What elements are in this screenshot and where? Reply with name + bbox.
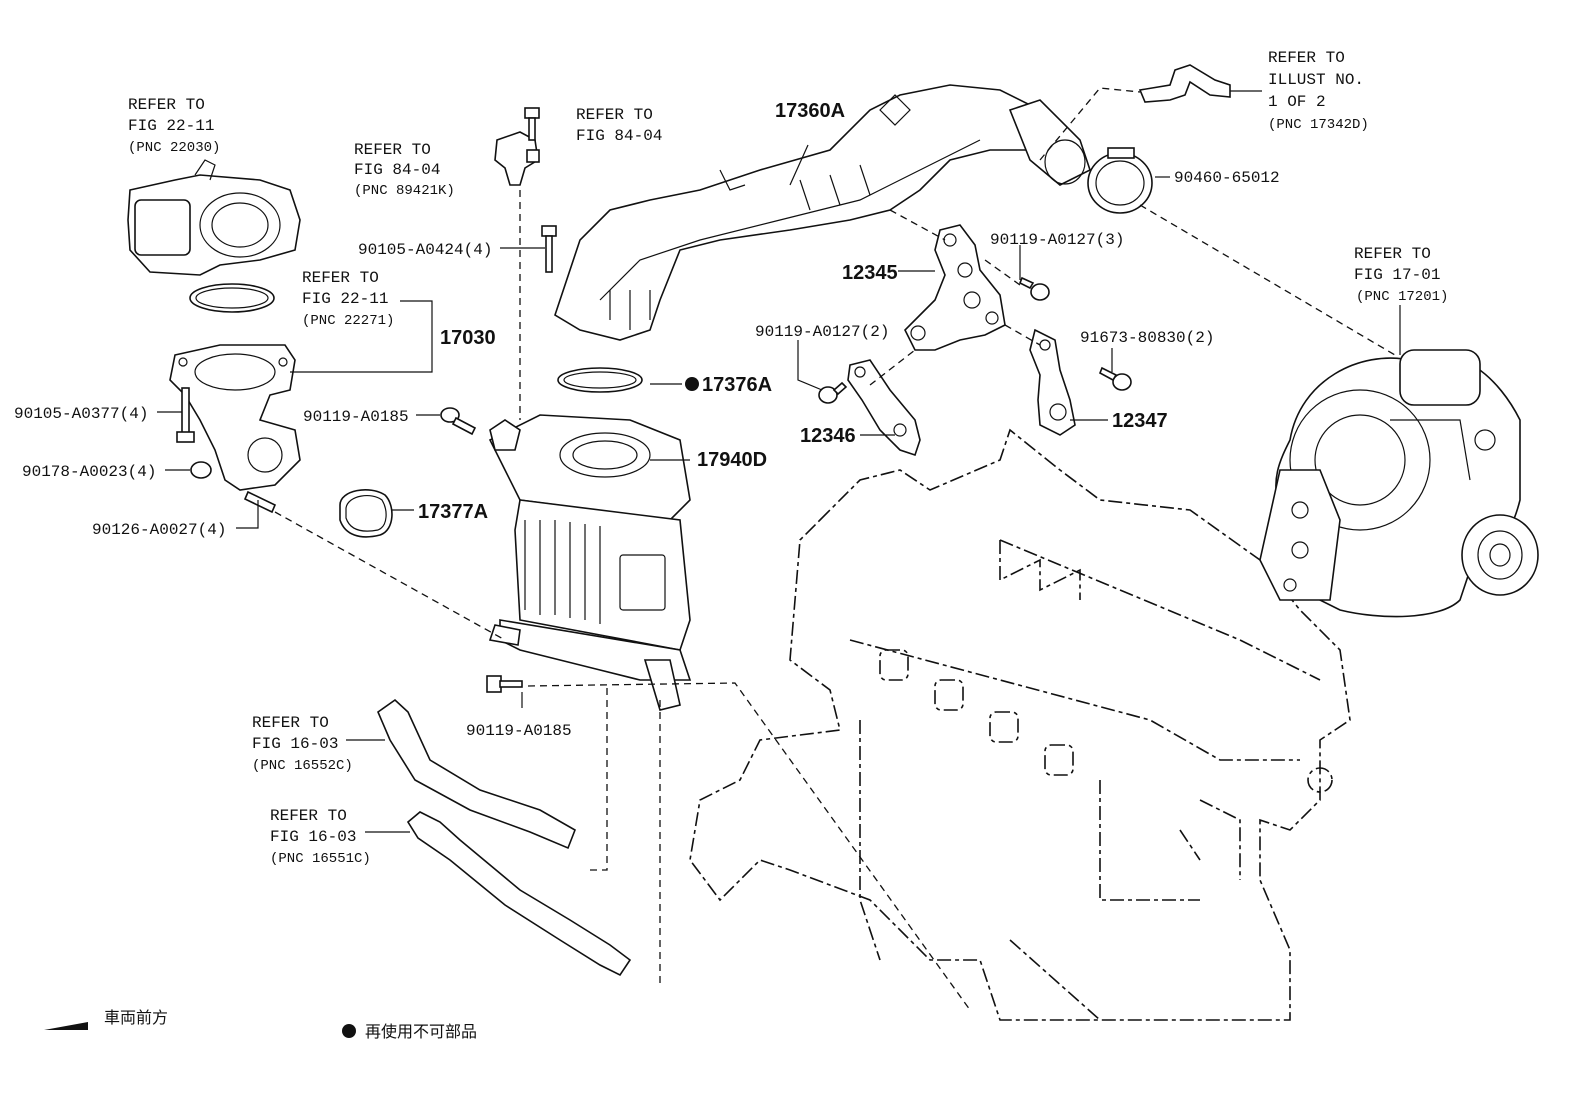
label-90460-65012: 90460-65012 <box>1174 169 1280 187</box>
ref-1701-line1: REFER TO <box>1354 245 1431 263</box>
ref-8404-a-line2: FIG 84-04 <box>354 161 440 179</box>
intercooler-17940d <box>488 414 692 711</box>
bolt-90105-a0377 <box>176 387 195 443</box>
gasket-17377a <box>339 489 393 538</box>
ref-1603-b-line1: REFER TO <box>270 807 347 825</box>
ref-1603-a-line1: REFER TO <box>252 714 329 732</box>
ref-2211-a-line1: REFER TO <box>128 96 205 114</box>
bolt-91673 <box>1098 366 1132 391</box>
label-90119-a0127-2: 90119-A0127(2) <box>755 323 889 341</box>
leader-lines <box>157 90 1401 833</box>
ref-8404-a-line1: REFER TO <box>354 141 431 159</box>
label-90126-a0027: 90126-A0027(4) <box>92 521 226 539</box>
ref-1603-b-line2: FIG 16-03 <box>270 828 356 846</box>
legend-non-reusable-label: 再使用不可部品 <box>365 1022 477 1041</box>
sensor-89421k <box>494 131 540 186</box>
ref-2211-b-line2: FIG 22-11 <box>302 290 388 308</box>
legend-front-label: 車両前方 <box>104 1008 168 1027</box>
alignment-lines <box>274 87 1396 1011</box>
ref-illust-line3: 1 OF 2 <box>1268 93 1326 111</box>
ref-illust-line4: (PNC 17342D) <box>1268 117 1369 133</box>
ref-illust-line2: ILLUST NO. <box>1268 71 1364 89</box>
bolt-90119-a0185-bottom <box>486 675 523 693</box>
legend-dot-icon <box>342 1024 356 1038</box>
label-17377a: 17377A <box>418 501 488 523</box>
label-90119-a0185-b: 90119-A0185 <box>466 722 572 740</box>
ref-1701-line2: FIG 17-01 <box>1354 266 1440 284</box>
non-reusable-dot <box>685 377 699 391</box>
label-90119-a0185-a: 90119-A0185 <box>303 408 409 426</box>
bracket-12346 <box>847 359 921 457</box>
hose-16552c <box>377 698 576 850</box>
engine-block <box>689 428 1351 1021</box>
ref-2211-a-line3: (PNC 22030) <box>128 140 220 156</box>
labels: REFER TO FIG 22-11 (PNC 22030) REFER TO … <box>14 49 1448 867</box>
label-90105-a0377: 90105-A0377(4) <box>14 405 148 423</box>
label-90105-a0424: 90105-A0424(4) <box>358 241 492 259</box>
nut-90178 <box>190 461 212 479</box>
intake-duct <box>554 84 1091 341</box>
label-17940d: 17940D <box>697 449 767 471</box>
label-17030: 17030 <box>440 327 496 349</box>
stud-90126 <box>243 490 277 514</box>
ref-2211-a-line2: FIG 22-11 <box>128 117 214 135</box>
label-91673-80830: 91673-80830(2) <box>1080 329 1214 347</box>
throttle-body <box>127 159 301 276</box>
label-12345: 12345 <box>842 262 898 284</box>
ref-2211-b-line3: (PNC 22271) <box>302 313 394 329</box>
ref-8404-b-line2: FIG 84-04 <box>576 127 662 145</box>
ref-8404-b-line1: REFER TO <box>576 106 653 124</box>
bracket-12347 <box>1029 328 1076 436</box>
bolt-90105-a0424 <box>541 225 557 273</box>
bolt-90119-a0127-3 <box>1018 276 1050 301</box>
adapter-17030 <box>169 344 301 491</box>
ref-1603-a-line2: FIG 16-03 <box>252 735 338 753</box>
bracket-12345 <box>904 224 1006 351</box>
hose-16551c <box>406 811 632 977</box>
ref-1603-b-line3: (PNC 16551C) <box>270 851 371 867</box>
label-90178-a0023: 90178-A0023(4) <box>22 463 156 481</box>
label-17376a: 17376A <box>702 374 772 396</box>
front-arrow-icon <box>44 1022 88 1030</box>
turbocharger <box>1259 349 1539 618</box>
ref-2211-b-line1: REFER TO <box>302 269 379 287</box>
label-90119-a0127-3: 90119-A0127(3) <box>990 231 1124 249</box>
ref-1603-a-line3: (PNC 16552C) <box>252 758 353 774</box>
label-17360a: 17360A <box>775 100 845 122</box>
ref-1701-line3: (PNC 17201) <box>1356 289 1448 305</box>
label-12346: 12346 <box>800 425 856 447</box>
ref-8404-a-line3: (PNC 89421K) <box>354 183 455 199</box>
gasket-22271 <box>189 283 275 313</box>
bolt-90119-a0185-top <box>440 407 477 436</box>
label-12347: 12347 <box>1112 410 1168 432</box>
hose-17342d <box>1138 64 1231 103</box>
bolt-84-04 <box>524 107 540 141</box>
legend: 車両前方 再使用不可部品 <box>44 1008 477 1041</box>
ref-illust-line1: REFER TO <box>1268 49 1345 67</box>
clamp-90460 <box>1087 147 1153 214</box>
bolt-90119-a0127-2 <box>818 381 848 404</box>
